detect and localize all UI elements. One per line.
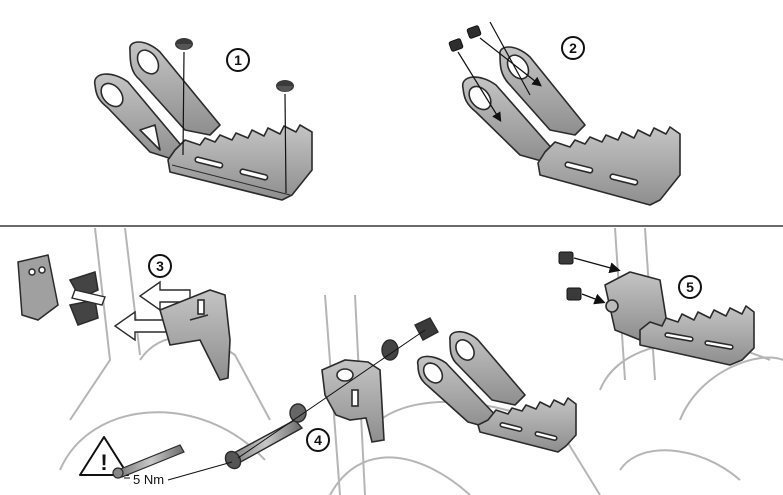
set-screws [448, 21, 542, 123]
warning-triangle-icon: ! [79, 436, 129, 476]
footpeg-bracket-part [416, 330, 577, 453]
bike-frame-outline [59, 227, 271, 471]
footpeg-bracket-part [94, 41, 313, 201]
step-4-badge: 4 [306, 428, 330, 452]
step-4-group: 4 [224, 294, 601, 495]
step-1-group: 1 [94, 38, 313, 201]
step-1-badge: 1 [226, 48, 250, 72]
bolt-and-spacers [224, 317, 439, 470]
svg-text:4: 4 [314, 432, 322, 448]
svg-text:!: ! [100, 450, 107, 475]
screws-with-arrows [558, 251, 621, 305]
rubber-plug-left [175, 38, 193, 156]
step-2-group: 2 [448, 21, 681, 206]
clamp-part [321, 359, 385, 443]
svg-text:2: 2 [569, 40, 577, 56]
step-5-group: 5 [558, 227, 783, 481]
step-3-group: 3 [17, 227, 271, 471]
step-2-badge: 2 [561, 36, 585, 60]
footpeg-bracket-part [462, 46, 681, 206]
torque-warning-callout: ! 5 Nm [79, 436, 233, 487]
rubber-plug-right [276, 80, 294, 194]
step-3-badge: 3 [148, 254, 172, 278]
svg-text:1: 1 [234, 52, 242, 68]
torque-wrench-icon [112, 444, 185, 479]
svg-text:3: 3 [156, 258, 164, 274]
removed-bracket-part [17, 254, 99, 326]
assembled-footpeg [604, 271, 755, 366]
step-5-badge: 5 [678, 275, 702, 299]
svg-text:5: 5 [686, 279, 694, 295]
clamp-part [159, 289, 231, 381]
torque-value: 5 Nm [133, 472, 164, 487]
